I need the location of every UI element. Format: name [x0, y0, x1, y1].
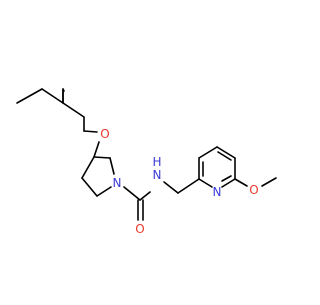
bond-omethoxy-ch3 [261, 177, 277, 187]
bond-py-c4-c5 [216, 146, 236, 159]
bond-n-carbonyl [123, 186, 141, 201]
atom-o-methoxy: O [249, 183, 258, 197]
atom-n-pyridine: N [213, 185, 222, 199]
structure-canvas: O N N H O N O [16, 88, 277, 236]
atom-h-amide: H [152, 155, 161, 169]
bond-ring-c3-c4 [81, 156, 95, 179]
bond-py-inner-2 [217, 151, 232, 161]
atom-o-carbonyl: O [135, 222, 144, 236]
bond-ch2-o [83, 130, 98, 133]
bond-ring-c5-n [96, 186, 112, 197]
bond-c6-omethoxy [234, 178, 248, 187]
molecule-diagram: O N N H O N O [16, 88, 277, 236]
bond-py-n-c2 [198, 178, 213, 188]
bond-isobutyl-2 [41, 88, 64, 104]
bond-py-c3-c4 [198, 146, 218, 159]
bond-ch2-pyridine [177, 178, 200, 194]
bond-ring-c4-c5 [81, 177, 98, 197]
atom-n-amide: N [153, 168, 162, 182]
bond-py-c6-n [221, 178, 236, 188]
bond-isobutyl-1 [16, 88, 43, 104]
bond-carbonyl-namide [139, 191, 151, 201]
bond-py-inner-3 [221, 175, 232, 182]
bond-ring-n-c2 [109, 157, 115, 175]
bond-namide-ch2 [163, 181, 179, 194]
bond-o-c3 [93, 141, 100, 158]
atom-o-ether: O [100, 127, 109, 141]
bond-ring-c2-c3 [93, 156, 111, 159]
bond-isobutyl-branch [62, 102, 85, 118]
atom-n-ring: N [113, 176, 122, 190]
